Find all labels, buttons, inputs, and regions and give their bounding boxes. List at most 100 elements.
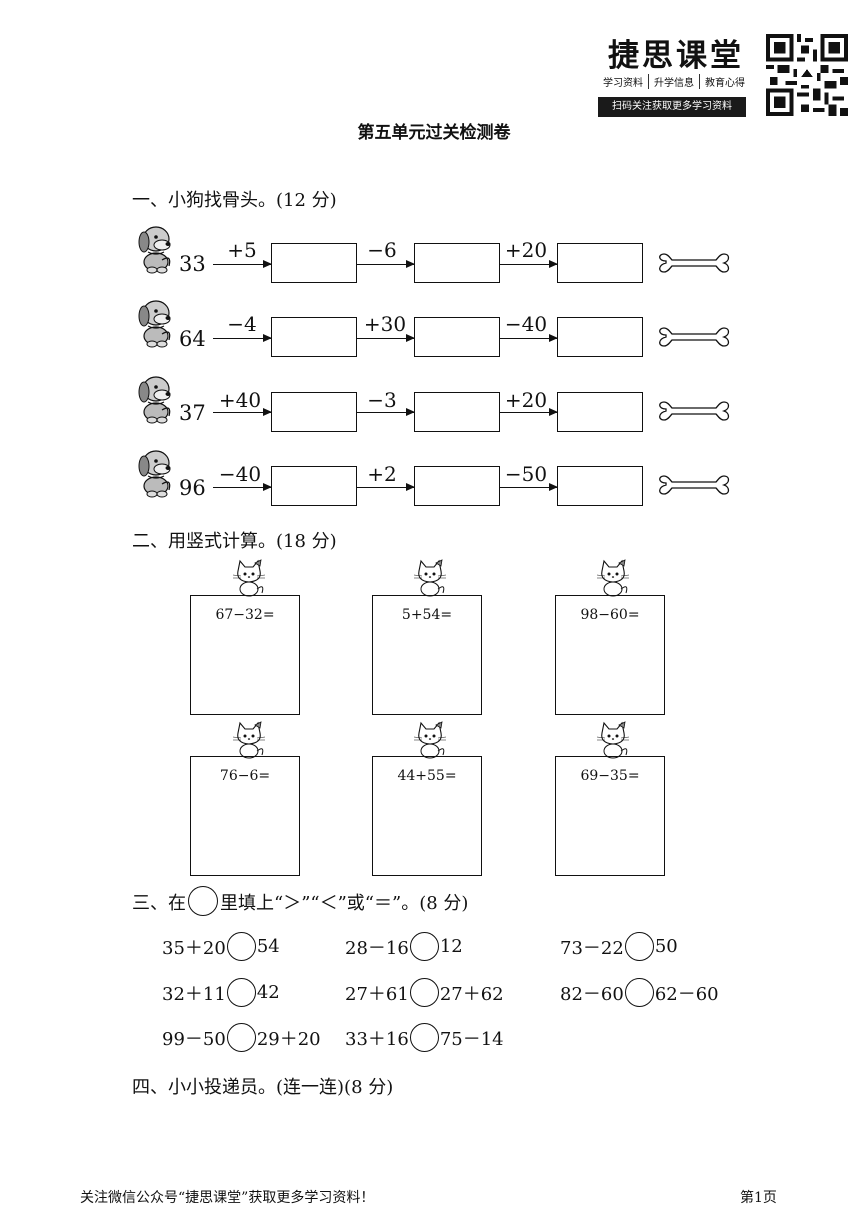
answer-box[interactable]	[271, 243, 357, 283]
compare-right: 54	[256, 936, 280, 957]
qr-code-icon[interactable]	[766, 34, 848, 116]
calc-problem: 5+54=	[401, 607, 453, 623]
page-number: 第1页	[740, 1190, 777, 1206]
operation-label: −6	[367, 238, 397, 262]
calc-problem: 98−60=	[580, 607, 640, 623]
calc-box[interactable]	[372, 756, 482, 876]
operation-label: +20	[504, 388, 548, 412]
operation-label: +30	[363, 312, 407, 336]
dog-icon	[138, 376, 172, 424]
bone-icon	[659, 475, 730, 495]
start-number: 33	[179, 252, 206, 276]
cat-icon	[232, 559, 266, 597]
bone-icon	[659, 401, 730, 421]
answer-box[interactable]	[557, 243, 643, 283]
compare-circle[interactable]	[409, 932, 439, 961]
start-number: 96	[179, 476, 206, 500]
operation-label: +2	[367, 462, 397, 486]
compare-left: 35＋20	[162, 937, 226, 959]
compare-right: 29＋20	[256, 1028, 321, 1050]
section-4-heading: 四、小小投递员。(连一连)(8 分)	[132, 1077, 394, 1098]
compare-item: 99－50 29＋20	[162, 1023, 321, 1052]
answer-box[interactable]	[557, 392, 643, 432]
arrow-icon	[500, 334, 558, 342]
arrow-icon	[500, 408, 558, 416]
answer-box[interactable]	[414, 466, 500, 506]
compare-right: 62－60	[654, 983, 719, 1005]
compare-left: 32＋11	[162, 983, 226, 1005]
answer-box[interactable]	[557, 466, 643, 506]
operation-label: −50	[504, 462, 548, 486]
compare-item: 27＋61 27＋62	[345, 978, 504, 1007]
brand-title: 捷思课堂	[608, 38, 744, 74]
page-title: 第五单元过关检测卷	[357, 123, 511, 143]
calc-box[interactable]	[555, 756, 665, 876]
answer-box[interactable]	[271, 392, 357, 432]
section-3-heading: 三、在 里填上“＞”“＜”或“＝”。(8 分)	[132, 886, 469, 916]
dog-icon	[138, 300, 172, 348]
answer-box[interactable]	[271, 466, 357, 506]
compare-right: 75－14	[439, 1028, 504, 1050]
circle-icon	[188, 886, 218, 916]
compare-right: 50	[654, 936, 678, 957]
brand-tag: 教育心得	[705, 78, 745, 89]
compare-item: 73－22 50	[560, 932, 678, 961]
answer-box[interactable]	[271, 317, 357, 357]
cat-icon	[596, 721, 630, 759]
dog-icon	[138, 450, 172, 498]
compare-circle[interactable]	[624, 932, 654, 961]
compare-circle[interactable]	[409, 1023, 439, 1052]
compare-circle[interactable]	[226, 1023, 256, 1052]
compare-left: 27＋61	[345, 983, 409, 1005]
section-3-heading-pre: 三、在	[132, 893, 186, 914]
compare-circle[interactable]	[624, 978, 654, 1007]
section-3-heading-post: 里填上“＞”“＜”或“＝”。(8 分)	[220, 893, 469, 914]
calc-box[interactable]	[555, 595, 665, 715]
section-2-heading: 二、用竖式计算。(18 分)	[132, 531, 337, 552]
arrow-icon	[357, 260, 415, 268]
arrow-icon	[500, 260, 558, 268]
compare-right: 27＋62	[439, 983, 504, 1005]
compare-right: 12	[439, 936, 463, 957]
brand-tag: 学习资料	[598, 74, 649, 89]
brand-tag: 升学信息	[649, 74, 700, 89]
compare-left: 33＋16	[345, 1028, 409, 1050]
arrow-icon	[213, 483, 272, 491]
arrow-icon	[213, 260, 272, 268]
bone-icon	[659, 327, 730, 347]
arrow-icon	[357, 483, 415, 491]
compare-circle[interactable]	[226, 978, 256, 1007]
arrow-icon	[357, 408, 415, 416]
operation-label: −4	[227, 312, 257, 336]
dog-icon	[138, 226, 172, 274]
compare-item: 82－60 62－60	[560, 978, 719, 1007]
compare-circle[interactable]	[409, 978, 439, 1007]
answer-box[interactable]	[414, 392, 500, 432]
compare-left: 73－22	[560, 937, 624, 959]
cat-icon	[413, 721, 447, 759]
calc-problem: 67−32=	[215, 607, 275, 623]
answer-box[interactable]	[414, 243, 500, 283]
arrow-icon	[500, 483, 558, 491]
brand-bar: 扫码关注获取更多学习资料	[598, 97, 746, 117]
arrow-icon	[213, 408, 272, 416]
cat-icon	[413, 559, 447, 597]
arrow-icon	[357, 334, 415, 342]
calc-box[interactable]	[190, 756, 300, 876]
compare-left: 82－60	[560, 983, 624, 1005]
calc-box[interactable]	[190, 595, 300, 715]
cat-icon	[596, 559, 630, 597]
compare-item: 33＋16 75－14	[345, 1023, 504, 1052]
answer-box[interactable]	[557, 317, 643, 357]
compare-left: 99－50	[162, 1028, 226, 1050]
operation-label: +5	[227, 238, 257, 262]
operation-label: −3	[367, 388, 397, 412]
compare-circle[interactable]	[226, 932, 256, 961]
operation-label: +20	[504, 238, 548, 262]
operation-label: +40	[218, 388, 262, 412]
answer-box[interactable]	[414, 317, 500, 357]
operation-label: −40	[504, 312, 548, 336]
calc-box[interactable]	[372, 595, 482, 715]
